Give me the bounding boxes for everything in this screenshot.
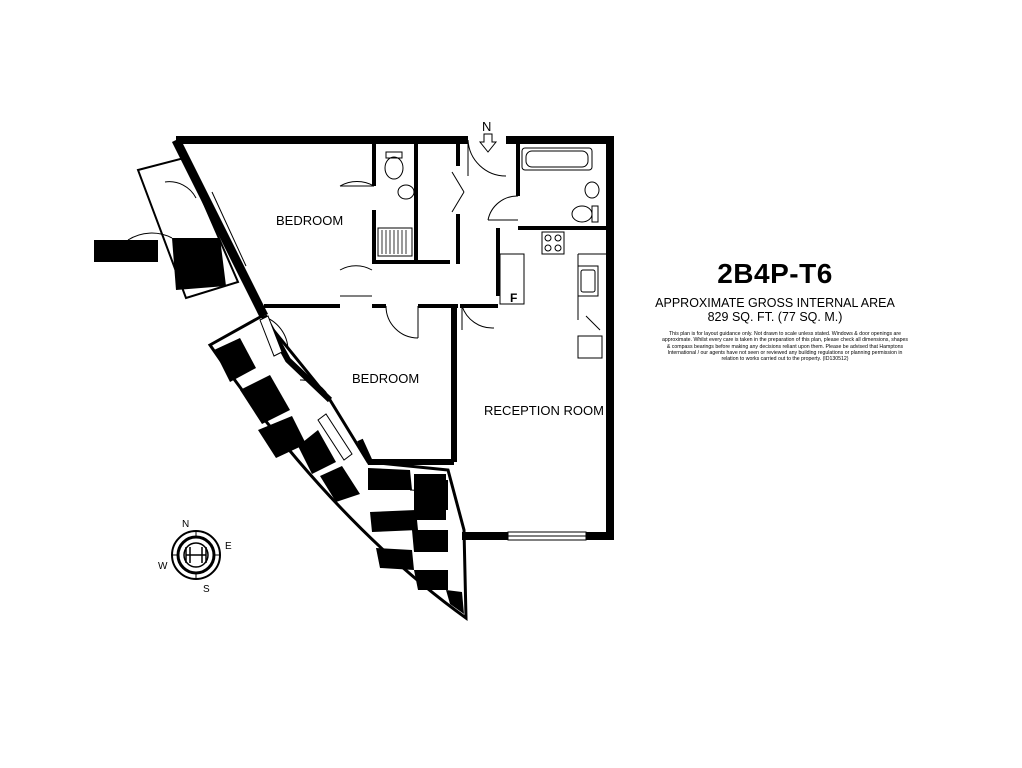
door-swings: [261, 139, 519, 519]
reception-room-label: RECEPTION ROOM: [484, 403, 604, 418]
compass-w-label: W: [158, 561, 168, 572]
bathroom-fixtures: [521, 147, 600, 223]
compass-s-label: S: [203, 584, 210, 595]
balcony: [207, 314, 468, 621]
compass-n-label: N: [182, 519, 189, 530]
bedroom-2-label: BEDROOM: [352, 371, 419, 386]
small-terrace: [94, 156, 247, 300]
disclaimer-text: This plan is for layout guidance only. N…: [662, 331, 908, 363]
kitchen-fixtures: [499, 231, 606, 359]
gross-area-title: APPROXIMATE GROSS INTERNAL AREA: [655, 296, 895, 310]
interior-walls: [264, 140, 606, 465]
reception-window: [507, 531, 587, 541]
wardrobe: [451, 171, 465, 213]
entrance-north-arrow: N: [478, 119, 498, 153]
fridge-label: F: [510, 291, 517, 305]
compass-rose: N E S W: [158, 519, 232, 595]
entrance-north-label: N: [482, 119, 491, 134]
compass-e-label: E: [225, 541, 232, 552]
ensuite-fixtures: [377, 151, 415, 257]
plan-code: 2B4P-T6: [717, 258, 833, 289]
gross-area-value: 829 SQ. FT. (77 SQ. M.): [707, 310, 843, 324]
balcony-doors: [259, 315, 353, 461]
bedroom-1-label: BEDROOM: [276, 213, 343, 228]
